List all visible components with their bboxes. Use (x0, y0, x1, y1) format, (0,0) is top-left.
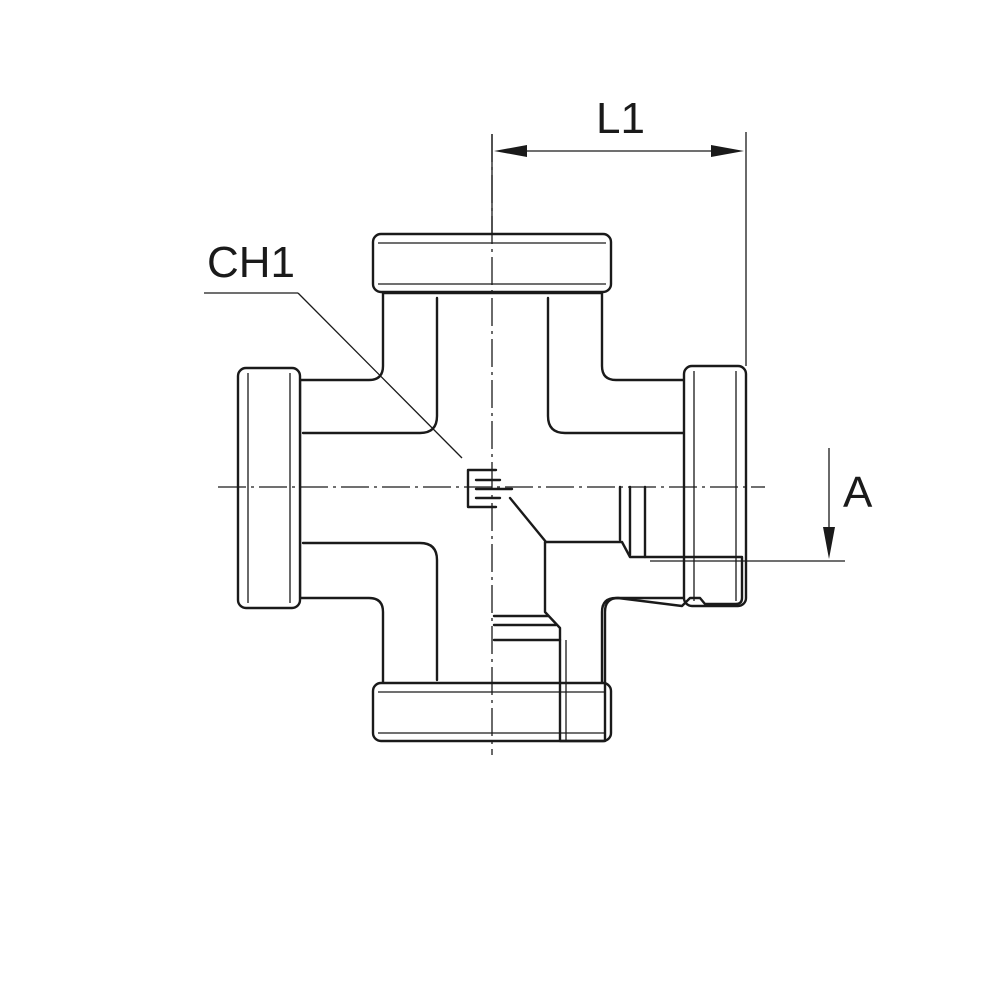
left-port-nut (236, 366, 302, 610)
centerlines (218, 134, 765, 755)
dimension-a: A (650, 448, 873, 562)
dimension-l1: L1 (491, 94, 747, 366)
l1-label: L1 (596, 94, 645, 143)
ch1-label: CH1 (207, 238, 295, 287)
a-label: A (843, 468, 873, 517)
right-port-nut (682, 364, 748, 608)
centerline-symbol (466, 468, 514, 509)
leader-ch1: CH1 (204, 238, 463, 459)
section-cut (492, 485, 744, 743)
